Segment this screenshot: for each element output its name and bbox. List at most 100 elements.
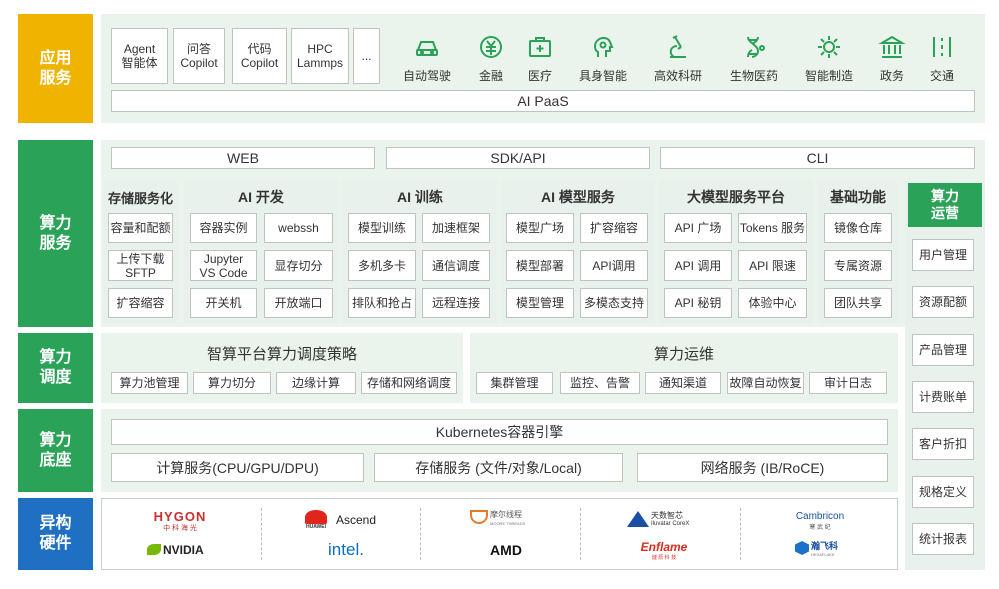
train-model[interactable]: 模型训练 bbox=[348, 213, 416, 243]
model-scale[interactable]: 扩容缩容 bbox=[580, 213, 648, 243]
dev-ports[interactable]: 开放端口 bbox=[264, 288, 333, 318]
moore-threads-subtitle: MOORE THREADS bbox=[490, 520, 526, 526]
access-sdk-api[interactable]: SDK/API bbox=[386, 147, 650, 169]
iluvatar-subtitle: Iluvatar CoreX bbox=[651, 521, 690, 527]
ops-cluster[interactable]: 集群管理 bbox=[476, 372, 553, 394]
dev-jupyter[interactable]: Jupyter VS Code bbox=[190, 250, 257, 281]
app-box-qa-copilot[interactable]: 问答 Copilot bbox=[173, 28, 225, 84]
ops-recovery[interactable]: 故障自动恢复 bbox=[727, 372, 804, 394]
basic-dedicated[interactable]: 专属资源 bbox=[824, 250, 892, 281]
llm-rate-limit[interactable]: API 限速 bbox=[738, 250, 807, 281]
llm-playground[interactable]: 体验中心 bbox=[738, 288, 807, 318]
industry-label: 智能制造 bbox=[804, 69, 853, 83]
divider bbox=[420, 508, 421, 560]
industry-label: 生物医药 bbox=[729, 69, 778, 83]
dev-gpu-slice[interactable]: 显存切分 bbox=[264, 250, 333, 281]
schedule-storage-network[interactable]: 存储和网络调度 bbox=[361, 372, 457, 394]
access-web[interactable]: WEB bbox=[111, 147, 375, 169]
nvidia-eye-icon bbox=[147, 544, 161, 555]
dev-power[interactable]: 开关机 bbox=[190, 288, 257, 318]
industry-medical[interactable]: 医疗 bbox=[518, 33, 562, 84]
dev-container[interactable]: 容器实例 bbox=[190, 213, 257, 243]
compute-service[interactable]: 计算服务(CPU/GPU/DPU) bbox=[111, 453, 364, 482]
industry-research[interactable]: 高效科研 bbox=[648, 33, 708, 84]
dev-webssh[interactable]: webssh bbox=[264, 213, 333, 243]
layer-label-hetero: 异构 硬件 bbox=[18, 498, 93, 570]
traffic-icon bbox=[933, 37, 951, 57]
train-queue[interactable]: 排队和抢占 bbox=[348, 288, 416, 318]
industry-government[interactable]: 政务 bbox=[870, 33, 914, 84]
industry-autonomous-driving[interactable]: 自动驾驶 bbox=[397, 33, 457, 84]
government-icon bbox=[878, 35, 906, 58]
storage-sftp[interactable]: 上传下载 SFTP bbox=[108, 250, 173, 281]
divider bbox=[580, 508, 581, 560]
enflame-subtitle: 燧 原 科 技 bbox=[651, 555, 677, 561]
storage-scale[interactable]: 扩容缩容 bbox=[108, 288, 173, 318]
app-box-agent[interactable]: Agent 智能体 bbox=[111, 28, 168, 84]
divider bbox=[261, 508, 262, 560]
ops-billing[interactable]: 计费账单 bbox=[912, 381, 974, 413]
train-accel[interactable]: 加速框架 bbox=[422, 213, 490, 243]
schedule-pool[interactable]: 算力池管理 bbox=[111, 372, 188, 394]
ops-monitor[interactable]: 监控、告警 bbox=[560, 372, 640, 394]
access-cli[interactable]: CLI bbox=[660, 147, 975, 169]
enflame-logo: Enflame bbox=[640, 540, 688, 554]
amd-logo: AMD bbox=[490, 541, 522, 558]
cambricon-logo: Cambricon bbox=[795, 510, 845, 522]
ops-discount[interactable]: 客户折扣 bbox=[912, 428, 974, 460]
industry-traffic[interactable]: 交通 bbox=[920, 33, 964, 84]
ops-resource-quota[interactable]: 资源配额 bbox=[912, 286, 974, 318]
intel-logo: intel. bbox=[328, 540, 364, 559]
industry-embodied-ai[interactable]: 具身智能 bbox=[573, 33, 633, 84]
storage-service[interactable]: 存储服务 (文件/对象/Local) bbox=[374, 453, 623, 482]
k8s-engine[interactable]: Kubernetes容器引擎 bbox=[111, 419, 888, 445]
cambricon-subtitle: 寒 武 纪 bbox=[809, 524, 831, 531]
hexaflake-icon bbox=[795, 541, 809, 555]
huawei-flower-icon bbox=[305, 510, 327, 524]
ops-notify[interactable]: 通知渠道 bbox=[645, 372, 721, 394]
section-title: 大模型服务平台 bbox=[687, 189, 785, 205]
basic-registry[interactable]: 镜像仓库 bbox=[824, 213, 892, 243]
industry-label: 金融 bbox=[478, 69, 503, 83]
industry-finance[interactable]: 金融 bbox=[469, 33, 513, 84]
ai-paas-bar[interactable]: AI PaaS bbox=[111, 90, 975, 112]
divider bbox=[740, 508, 741, 560]
storage-quota[interactable]: 容量和配额 bbox=[108, 213, 173, 243]
app-box-hpc[interactable]: HPC Lammps bbox=[291, 28, 349, 84]
network-service[interactable]: 网络服务 (IB/RoCE) bbox=[637, 453, 888, 482]
schedule-edge[interactable]: 边缘计算 bbox=[276, 372, 356, 394]
llm-api-key[interactable]: API 秘钥 bbox=[664, 288, 732, 318]
section-title: AI 模型服务 bbox=[541, 189, 615, 205]
train-comm[interactable]: 通信调度 bbox=[422, 250, 490, 281]
schedule-slice[interactable]: 算力切分 bbox=[193, 372, 271, 394]
industry-label: 交通 bbox=[929, 69, 954, 83]
industry-biomedicine[interactable]: 生物医药 bbox=[722, 33, 786, 84]
industry-manufacturing[interactable]: 智能制造 bbox=[799, 33, 859, 84]
model-square[interactable]: 模型广场 bbox=[506, 213, 574, 243]
train-multi-gpu[interactable]: 多机多卡 bbox=[348, 250, 416, 281]
app-box-code-copilot[interactable]: 代码 Copilot bbox=[232, 28, 287, 84]
microscope-icon bbox=[669, 35, 686, 58]
train-remote[interactable]: 远程连接 bbox=[422, 288, 490, 318]
llm-api-square[interactable]: API 广场 bbox=[664, 213, 732, 243]
huawei-logo: HUAWEI bbox=[306, 524, 326, 530]
ops-reports[interactable]: 统计报表 bbox=[912, 523, 974, 555]
model-deploy[interactable]: 模型部署 bbox=[506, 250, 574, 281]
section-title: AI 训练 bbox=[397, 189, 443, 205]
hardware-panel bbox=[101, 498, 898, 570]
ops-spec[interactable]: 规格定义 bbox=[912, 476, 974, 508]
industry-label: 自动驾驶 bbox=[402, 69, 451, 83]
layer-label-schedule: 算力 调度 bbox=[18, 333, 93, 403]
model-multimodal[interactable]: 多模态支持 bbox=[580, 288, 648, 318]
llm-tokens[interactable]: Tokens 服务 bbox=[738, 213, 807, 243]
ops-user-management[interactable]: 用户管理 bbox=[912, 239, 974, 271]
basic-team[interactable]: 团队共享 bbox=[824, 288, 892, 318]
app-box-more[interactable]: ... bbox=[353, 28, 380, 84]
ops-product-management[interactable]: 产品管理 bbox=[912, 334, 974, 366]
industry-label: 高效科研 bbox=[653, 69, 702, 83]
model-api[interactable]: API调用 bbox=[580, 250, 648, 281]
ops-audit[interactable]: 审计日志 bbox=[809, 372, 887, 394]
llm-api-call[interactable]: API 调用 bbox=[664, 250, 732, 281]
model-manage[interactable]: 模型管理 bbox=[506, 288, 574, 318]
section-title: AI 开发 bbox=[238, 189, 284, 205]
